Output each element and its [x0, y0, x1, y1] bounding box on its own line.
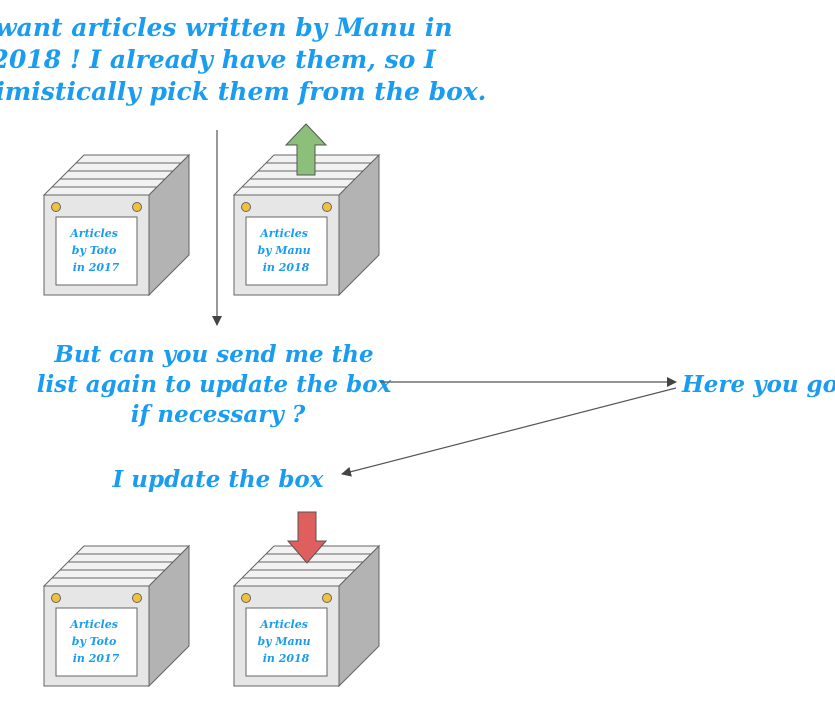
intro-text: I want articles written by Manu in 2018 … [0, 13, 486, 106]
intro-line-2: 2018 ! I already have them, so I [0, 45, 437, 74]
box-label-line: Articles [259, 618, 308, 631]
box-label-line: by Manu [257, 244, 310, 257]
update-text: I update the box [112, 466, 324, 493]
put-down-arrow-icon [286, 511, 328, 564]
question-line-1: But can you send me the [53, 341, 373, 368]
box-label-line: Articles [69, 227, 118, 240]
box-label: Articles by Toto in 2017 [69, 618, 122, 665]
box-label-line: by Toto [72, 244, 117, 257]
pick-up-arrow-icon [284, 123, 328, 176]
reply-text: Here you go [681, 371, 835, 398]
response-arrow [341, 387, 677, 477]
question-line-3: if necessary ? [131, 401, 306, 428]
box-label: Articles by Manu in 2018 [257, 618, 314, 665]
box-label-line: in 2017 [73, 652, 120, 665]
box-label-line: in 2018 [263, 261, 310, 274]
box-label-line: Articles [259, 227, 308, 240]
box-label-line: by Toto [72, 635, 117, 648]
box-label-line: by Manu [257, 635, 310, 648]
intro-line-1: I want articles written by Manu in [0, 13, 453, 42]
box-label-line: Articles [69, 618, 118, 631]
question-text: But can you send me the list again to up… [37, 341, 400, 428]
file-box-manu-2018-top: Articles by Manu in 2018 [233, 154, 380, 296]
box-label: Articles by Manu in 2018 [257, 227, 314, 274]
intro-line-3: optimistically pick them from the box. [0, 77, 486, 106]
file-box-manu-2018-bottom: Articles by Manu in 2018 [233, 545, 380, 687]
question-line-2: list again to update the box [37, 371, 392, 398]
box-label: Articles by Toto in 2017 [69, 227, 122, 274]
box-label-line: in 2017 [73, 261, 120, 274]
file-box-toto-2017-bottom: Articles by Toto in 2017 [43, 545, 190, 687]
file-box-toto-2017-top: Articles by Toto in 2017 [43, 154, 190, 296]
box-label-line: in 2018 [263, 652, 310, 665]
